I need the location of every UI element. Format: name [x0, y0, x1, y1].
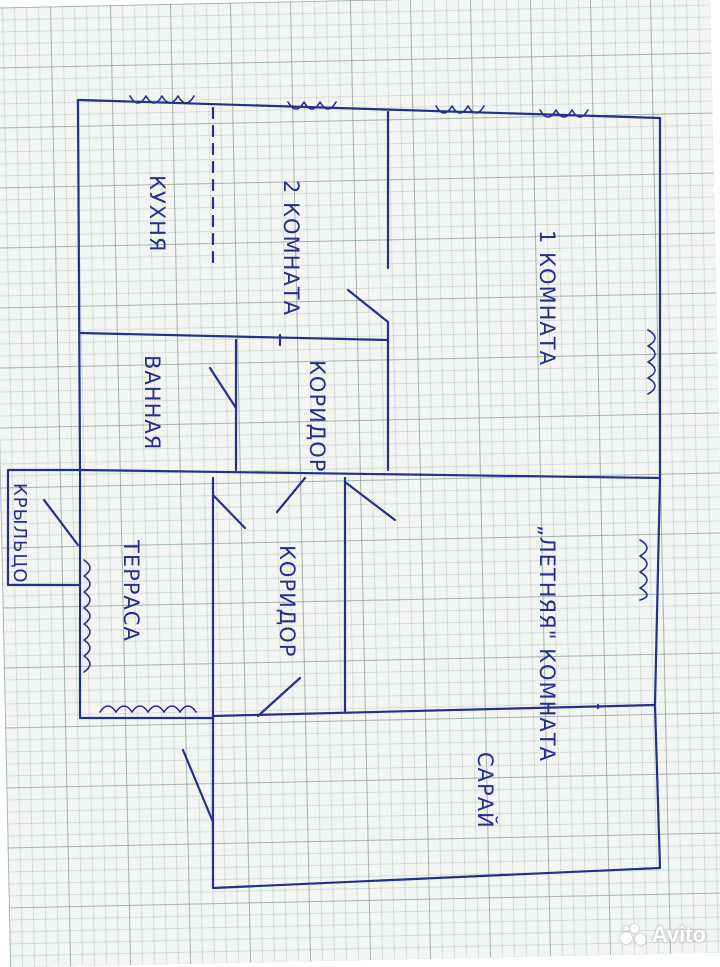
door-shed	[181, 748, 215, 824]
label-corridor-upper: КОРИДОР	[305, 360, 329, 472]
door-corridor-top	[275, 476, 307, 514]
label-shed: САРАЙ	[473, 752, 498, 829]
label-corridor-lower: КОРИДОР	[275, 545, 299, 657]
door-summer	[343, 480, 397, 522]
door-room1	[346, 288, 390, 324]
wall-lower-horizontal	[211, 703, 657, 718]
avito-logo-icon	[619, 924, 648, 946]
label-terrace: ТЕРРАСА	[119, 539, 143, 642]
door-corridor-bottom	[256, 676, 302, 718]
avito-watermark: Avito	[619, 922, 706, 948]
door-bath	[208, 366, 238, 410]
window-6	[639, 539, 648, 601]
window-4	[539, 109, 589, 118]
window-terrace	[83, 559, 91, 673]
wall-kitchen-bath	[78, 331, 390, 342]
window-5	[647, 329, 656, 395]
label-room1: 1 КОМНАТА	[535, 230, 559, 366]
label-porch: КРЫЛЬЦО	[9, 483, 30, 584]
outer-wall	[76, 98, 662, 890]
window-2	[287, 101, 337, 110]
window-1	[129, 95, 195, 104]
label-bathroom: ВАННАЯ	[140, 355, 164, 450]
door-porch	[42, 498, 80, 547]
door-terrace	[211, 493, 247, 530]
window-3	[435, 105, 485, 114]
label-kitchen: КУХНЯ	[145, 175, 169, 252]
wall-main-horizontal	[78, 468, 662, 480]
window-terrace-bottom	[99, 705, 197, 713]
label-room2: 2 КОМНАТА	[279, 180, 303, 316]
porch-outline	[6, 468, 82, 587]
watermark-text: Avito	[651, 922, 706, 947]
label-summer-room: „ЛЕТНЯЯ" КОМНАТА	[535, 525, 559, 762]
